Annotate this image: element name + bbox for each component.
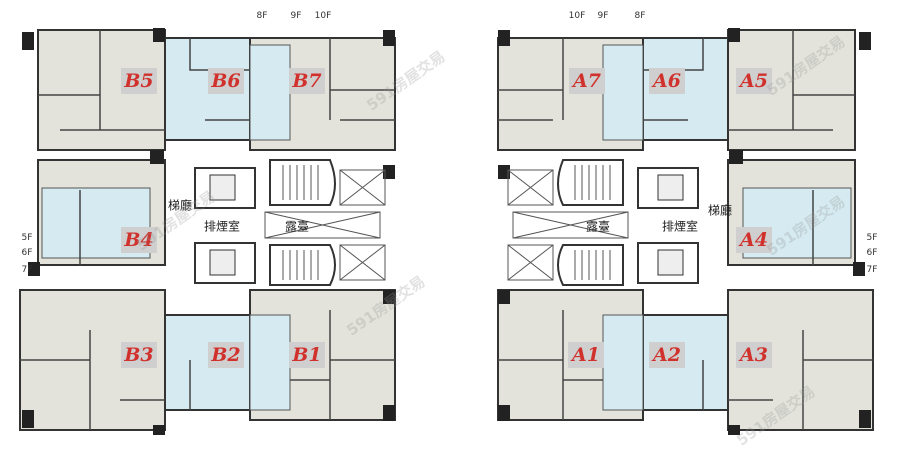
floor-tag: 10F [314, 11, 332, 21]
room-lobby-right: 梯廳 [707, 203, 733, 218]
room-terrace-right: 露臺 [585, 219, 611, 234]
floor-tag: 9F [597, 11, 609, 21]
unit-label-b2: B2 [208, 342, 244, 368]
unit-label-b4: B4 [121, 227, 157, 253]
room-smoke-left: 排煙室 [203, 219, 241, 234]
room-lobby-left: 梯廳 [167, 198, 193, 213]
room-smoke-right: 排煙室 [661, 219, 699, 234]
floor-tag: 6F [21, 248, 33, 258]
unit-label-b6: B6 [208, 68, 244, 94]
floor-tag: 8F [634, 11, 646, 21]
floor-tag: 7F [21, 265, 33, 275]
unit-label-a6: A6 [649, 68, 685, 94]
floor-tag: 5F [21, 233, 33, 243]
floor-tag: 5F [866, 233, 878, 243]
unit-label-a2: A2 [649, 342, 685, 368]
unit-label-a3: A3 [736, 342, 772, 368]
floor-tag: 7F [866, 265, 878, 275]
unit-label-b3: B3 [121, 342, 157, 368]
unit-label-a7: A7 [569, 68, 605, 94]
unit-label-a5: A5 [736, 68, 772, 94]
unit-label-a1: A1 [568, 342, 604, 368]
room-terrace-left: 露臺 [284, 219, 310, 234]
unit-label-a4: A4 [736, 227, 772, 253]
unit-label-b1: B1 [289, 342, 325, 368]
floor-tag: 9F [290, 11, 302, 21]
floor-tag: 10F [568, 11, 586, 21]
floor-tag: 6F [866, 248, 878, 258]
unit-label-b5: B5 [121, 68, 157, 94]
unit-label-b7: B7 [289, 68, 325, 94]
floor-tag: 8F [256, 11, 268, 21]
